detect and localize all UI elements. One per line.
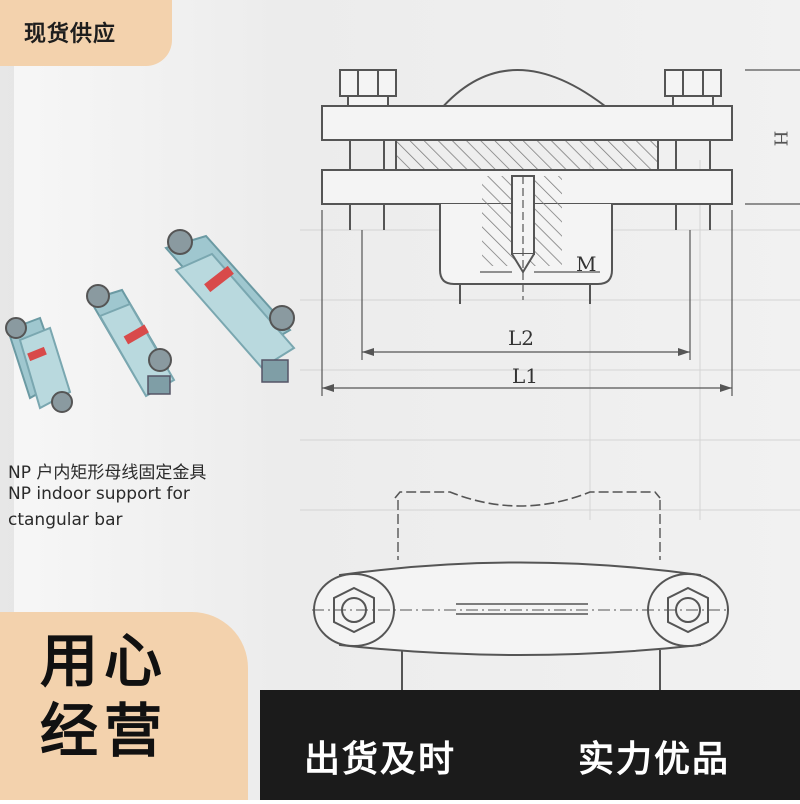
slogan-right: 实力优品 <box>578 739 731 780</box>
clamp-medium <box>86 284 176 398</box>
stock-supply-label: 现货供应 <box>24 22 117 47</box>
bolt-head-right <box>664 69 722 107</box>
caption-en-2: ctangular bar <box>8 510 123 530</box>
caption-zh: NP 户内矩形母线固定金具 <box>8 463 207 483</box>
clamp-large <box>164 229 296 383</box>
badge-panel <box>0 612 248 800</box>
nut-left <box>333 586 375 634</box>
dim-label-l1: L1 <box>512 364 539 388</box>
dim-label-l2: L2 <box>508 326 535 350</box>
clamp-small <box>5 316 73 413</box>
stock-supply-tag: 现货供应 <box>0 0 172 66</box>
dim-label-h: H <box>769 130 791 147</box>
top-plate <box>321 105 733 141</box>
badge-line-1: 用心 <box>40 627 169 695</box>
bar-hump-outline <box>439 69 611 111</box>
bus-bar-section <box>395 139 659 171</box>
badge-line-2: 经营 <box>40 697 169 765</box>
dim-label-m: M <box>576 252 597 276</box>
badge-text-wrap: 用心 经营 <box>0 612 248 800</box>
slogan-left: 出货及时 <box>304 739 457 780</box>
bolt-head-left <box>339 69 397 107</box>
slogan-bar: 出货及时 实力优品 <box>260 690 800 800</box>
caption-en-1: NP indoor support for <box>8 484 190 504</box>
faded-table-grid <box>300 160 800 520</box>
